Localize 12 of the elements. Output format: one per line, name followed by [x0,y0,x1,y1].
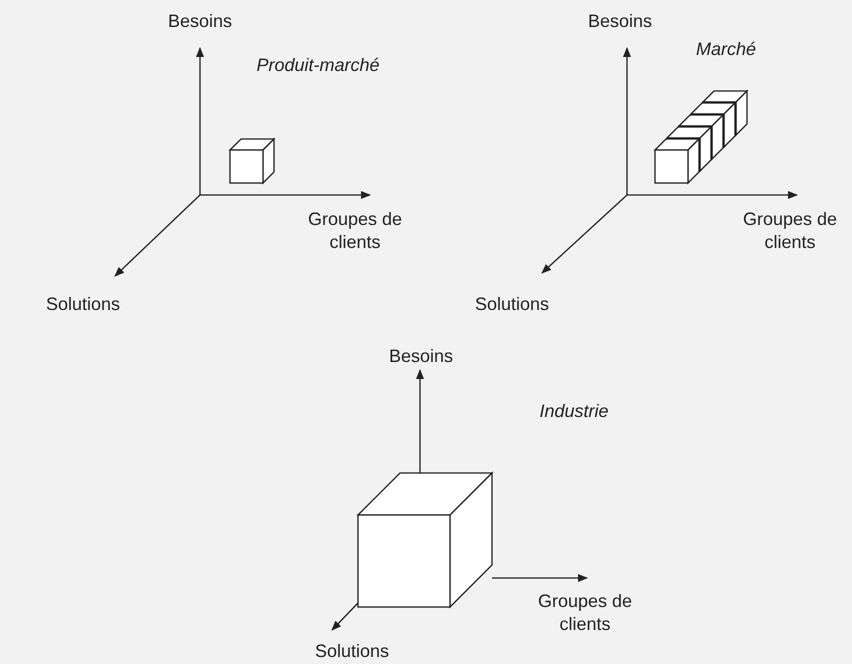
axis-label: Besoins [586,10,654,33]
axis-label: Groupes de clients [742,208,838,254]
panel-title: Industrie [538,400,610,423]
panel-title: Produit-marché [255,54,381,77]
panel-title: Marché [694,38,758,61]
axis-label: Solutions [44,293,122,316]
axis-label: Groupes de clients [536,590,634,636]
axis-label: Solutions [474,293,550,316]
axis-label: Besoins [166,10,234,33]
axis-label: Groupes de clients [306,208,404,254]
axis-label: Besoins [388,345,454,368]
axis-label: Solutions [314,640,390,663]
